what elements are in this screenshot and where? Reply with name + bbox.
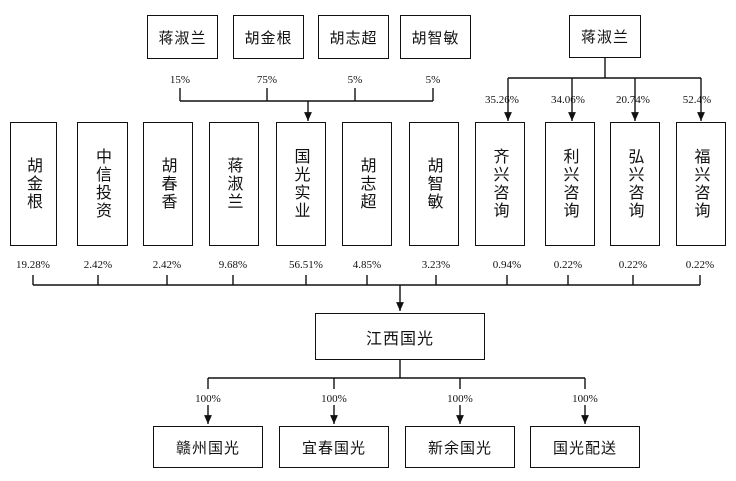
- subsidiary-box-xinyu-guoguang: 新余国光: [405, 426, 515, 468]
- holding-pct: 19.28%: [16, 259, 50, 271]
- subsidiary-pct: 100%: [572, 393, 598, 405]
- subsidiary-name: 国光配送: [552, 438, 617, 457]
- holder-name: 胡智敏: [424, 157, 444, 211]
- holder-box-citic-investment: 中信投资: [77, 122, 128, 246]
- shareholder-pct: 75%: [256, 74, 278, 86]
- holder-box-lixing-consulting: 利兴咨询: [545, 122, 595, 246]
- subsidiary-box-ganzhou-guoguang: 赣州国光: [153, 426, 263, 468]
- holder-box-hu-zhichao: 胡志超: [342, 122, 392, 246]
- holder-name: 国光实业: [291, 148, 311, 220]
- shareholder-box-hu-zhimin: 胡智敏: [400, 15, 471, 59]
- consultancy-pct: 20.74%: [616, 94, 650, 106]
- holder-box-fuxing-consulting: 福兴咨询: [676, 122, 726, 246]
- shareholder-box-jiang-shulan-right: 蒋淑兰: [569, 15, 641, 58]
- holding-pct: 3.23%: [421, 259, 451, 271]
- subsidiary-pct: 100%: [321, 393, 347, 405]
- holder-name: 弘兴咨询: [625, 148, 645, 220]
- subsidiary-box-yichun-guoguang: 宜春国光: [279, 426, 389, 468]
- holder-box-hu-zhimin: 胡智敏: [409, 122, 459, 246]
- subsidiary-name: 新余国光: [427, 438, 492, 457]
- holding-pct: 0.22%: [685, 259, 715, 271]
- holder-name: 福兴咨询: [691, 148, 711, 220]
- holding-pct: 9.68%: [218, 259, 248, 271]
- holder-name: 蒋淑兰: [224, 157, 244, 211]
- shareholder-name: 胡金根: [244, 28, 293, 47]
- subsidiary-box-guoguang-delivery: 国光配送: [530, 426, 640, 468]
- holder-box-guoguang-industry: 国光实业: [276, 122, 326, 246]
- holder-name: 利兴咨询: [560, 148, 580, 220]
- company-box-jiangxi-guoguang: 江西国光: [315, 313, 485, 360]
- holding-pct: 0.94%: [492, 259, 522, 271]
- shareholder-box-jiang-shulan: 蒋淑兰: [147, 15, 218, 59]
- holding-pct: 2.42%: [83, 259, 113, 271]
- holder-name: 胡志超: [357, 157, 377, 211]
- holder-name: 中信投资: [93, 148, 112, 220]
- shareholder-pct: 5%: [347, 74, 363, 86]
- holding-pct: 2.42%: [152, 259, 182, 271]
- shareholder-pct: 15%: [169, 74, 191, 86]
- shareholder-pct: 5%: [425, 74, 441, 86]
- subsidiary-pct: 100%: [195, 393, 221, 405]
- subsidiary-name: 赣州国光: [175, 438, 240, 457]
- holding-pct: 4.85%: [352, 259, 382, 271]
- holding-pct: 0.22%: [618, 259, 648, 271]
- subsidiary-pct: 100%: [447, 393, 473, 405]
- subsidiary-name: 宜春国光: [301, 438, 366, 457]
- shareholder-name: 蒋淑兰: [580, 28, 629, 46]
- company-name: 江西国光: [365, 328, 434, 348]
- consultancy-pct: 35.26%: [485, 94, 519, 106]
- holder-box-qixing-consulting: 齐兴咨询: [475, 122, 525, 246]
- holder-box-jiang-shulan: 蒋淑兰: [209, 122, 259, 246]
- shareholder-name: 蒋淑兰: [158, 28, 207, 47]
- holder-box-hu-chunxiang: 胡春香: [143, 122, 193, 246]
- consultancy-pct: 52.4%: [682, 94, 712, 106]
- shareholder-name: 胡智敏: [411, 28, 460, 47]
- holder-name: 胡金根: [24, 157, 43, 211]
- holder-name: 齐兴咨询: [490, 148, 510, 220]
- holder-box-hu-jingen: 胡金根: [10, 122, 57, 246]
- holder-box-hongxing-consulting: 弘兴咨询: [610, 122, 660, 246]
- holding-pct: 56.51%: [289, 259, 323, 271]
- holder-name: 胡春香: [158, 157, 178, 211]
- shareholder-box-hu-jingen: 胡金根: [233, 15, 304, 59]
- holding-pct: 0.22%: [553, 259, 583, 271]
- consultancy-pct: 34.06%: [551, 94, 585, 106]
- shareholder-box-hu-zhichao: 胡志超: [318, 15, 389, 59]
- shareholder-name: 胡志超: [329, 28, 378, 47]
